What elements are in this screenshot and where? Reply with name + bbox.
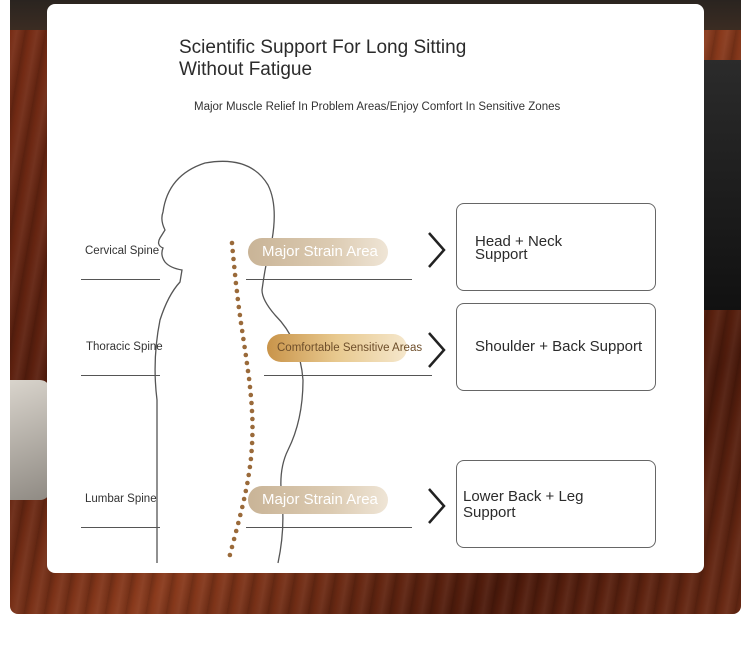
strain-area-pill: Major Strain Area — [248, 238, 388, 266]
spine-dot — [230, 248, 235, 254]
sensitive-area-pill: Comfortable Sensitive Areas — [267, 334, 422, 362]
spine-dot — [245, 368, 251, 374]
spine-dot — [231, 256, 236, 262]
spine-dot — [246, 376, 252, 382]
zone-divider — [264, 375, 432, 376]
spine-dot — [249, 408, 255, 414]
spine-dot — [232, 264, 237, 270]
zone-label-lumbar: Lumbar Spine — [85, 493, 157, 505]
zone-label-cervical: Cervical Spine — [85, 245, 160, 257]
spine-dot — [249, 448, 254, 454]
spine-dot — [229, 240, 235, 246]
spine-dot — [231, 536, 237, 542]
title-line-1: Scientific Support For Long Sitting — [179, 37, 467, 58]
spine-dot — [250, 416, 255, 422]
zone-divider — [81, 279, 160, 280]
spine-dot — [246, 472, 251, 478]
chevron-right-icon — [428, 332, 446, 368]
spine-dot — [241, 336, 246, 342]
spine-dot — [240, 504, 245, 510]
spine-dot — [249, 400, 254, 406]
silhouette-outline — [154, 160, 304, 564]
spine-dot — [249, 440, 255, 446]
support-text-line-1: Lower Back + Leg — [463, 488, 584, 505]
chevron-right-icon — [428, 232, 446, 268]
spine-dot — [247, 384, 253, 390]
support-box-lower-back-leg: Lower Back + Leg Support — [456, 460, 656, 548]
spine-dot — [243, 488, 249, 494]
support-box-shoulder-back: Shoulder + Back Support — [456, 303, 656, 391]
zone-label-thoracic: Thoracic Spine — [86, 341, 163, 353]
support-box-head-neck: Head + Neck Support — [456, 203, 656, 291]
support-text-line-1: Shoulder + Back Support — [475, 338, 643, 355]
spine-dot — [236, 304, 242, 310]
support-text-line-1: Head + Neck — [475, 233, 563, 250]
spine-dot — [232, 272, 238, 278]
page-title: Scientific Support For Long Sitting With… — [179, 37, 539, 81]
title-line-2: Without Fatigue — [179, 59, 313, 80]
spine-dot — [241, 496, 247, 502]
spine-dot — [250, 424, 255, 430]
spine-dot — [233, 528, 239, 534]
strain-area-pill: Major Strain Area — [248, 486, 388, 514]
page-subtitle: Major Muscle Relief In Problem Areas/Enj… — [194, 101, 561, 113]
spine-dot — [248, 392, 254, 398]
spine-dot — [242, 344, 247, 350]
spine-dot — [248, 456, 254, 462]
spine-dot — [233, 280, 239, 286]
spine-dot — [243, 352, 249, 358]
zone-divider — [81, 527, 160, 528]
spine-dot — [239, 328, 245, 334]
spine-dot — [229, 544, 235, 550]
spine-dot — [235, 296, 241, 302]
spine-dot — [237, 312, 243, 318]
zone-divider — [246, 279, 412, 280]
background-pillow — [10, 380, 50, 500]
spine-dot — [238, 512, 243, 518]
spine-dot — [247, 464, 253, 470]
zone-divider — [81, 375, 160, 376]
spine-dots-icon — [227, 240, 255, 558]
spine-dot — [250, 432, 255, 438]
spine-dot — [234, 288, 240, 294]
spine-dot — [238, 320, 244, 326]
chevron-right-icon — [428, 488, 446, 524]
spine-dot — [244, 360, 250, 366]
spine-dot — [227, 552, 233, 558]
support-text-line-2: Support — [463, 504, 516, 521]
spine-dot — [245, 480, 250, 486]
support-text-line-2: Support — [475, 246, 528, 263]
spine-dot — [236, 520, 241, 526]
zone-divider — [246, 527, 412, 528]
